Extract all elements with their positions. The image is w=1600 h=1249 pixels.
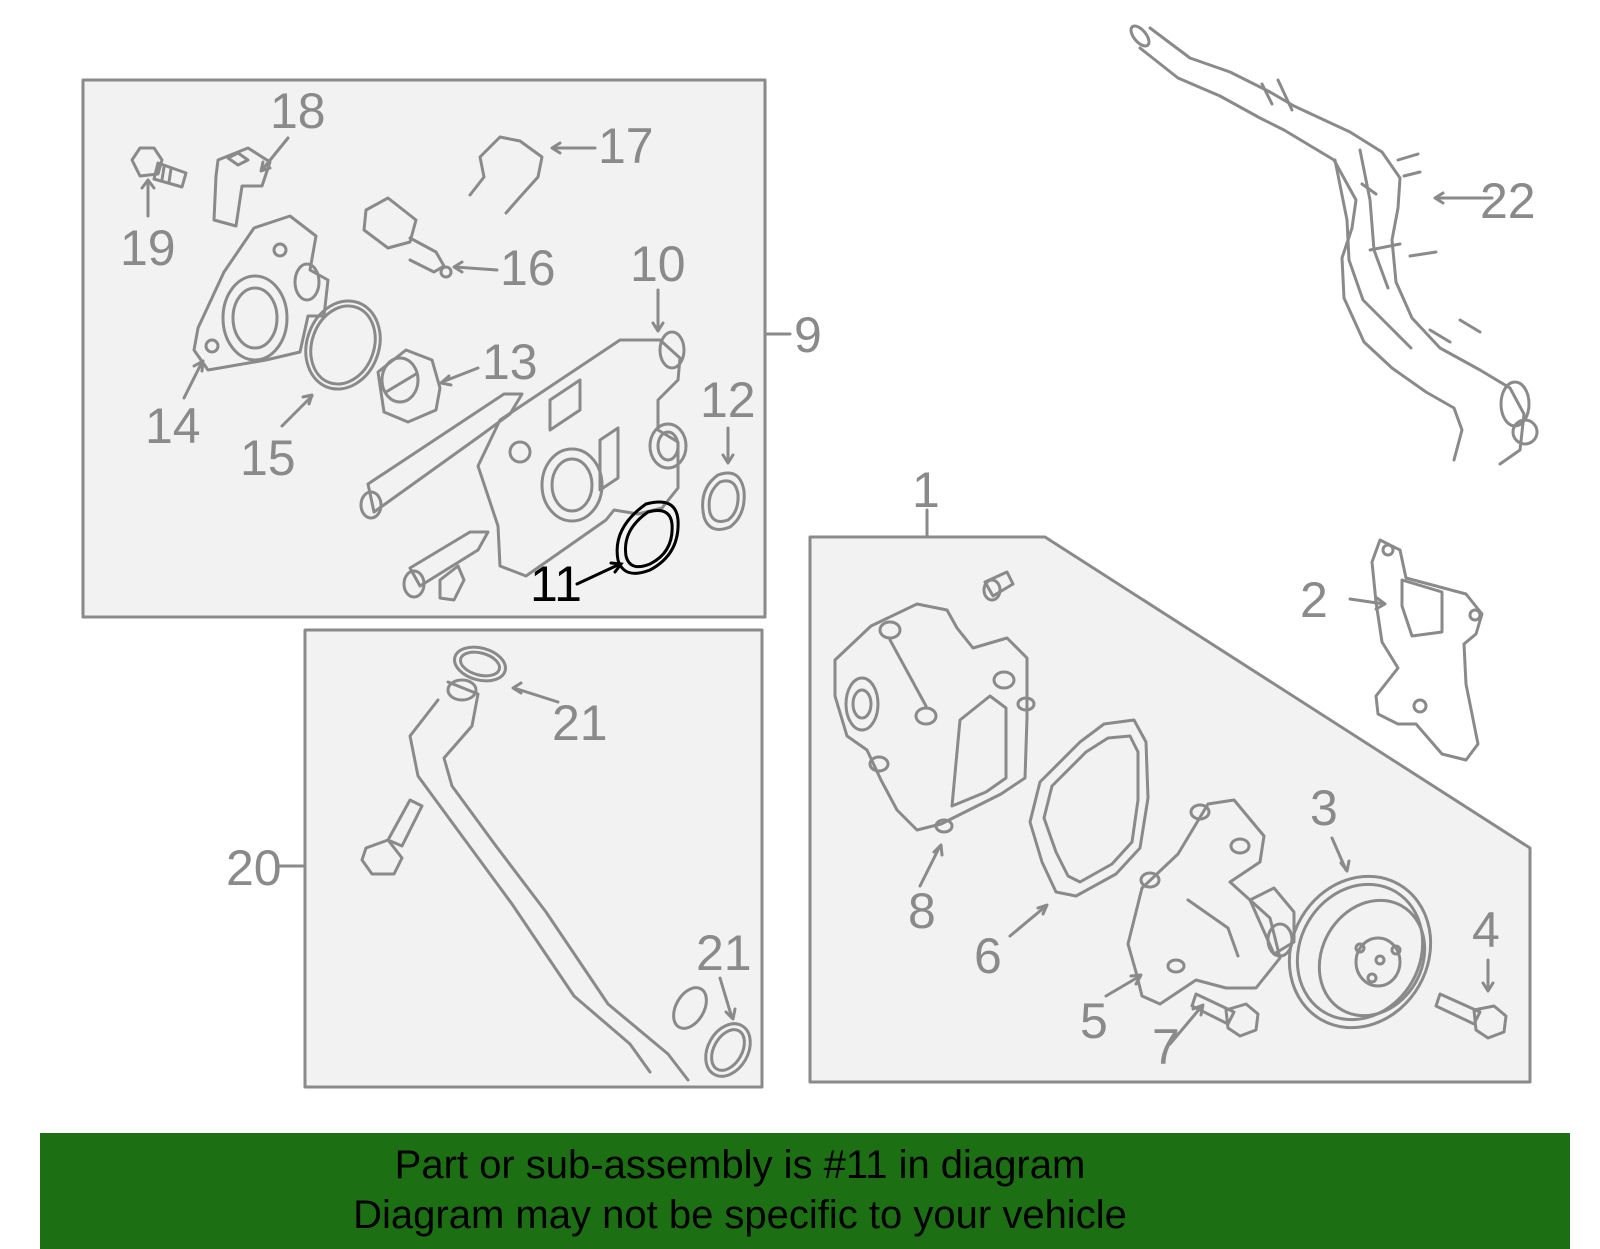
callout-9: 9 (794, 307, 822, 363)
sleeve (982, 570, 1015, 602)
pulley-3 (1287, 874, 1433, 1030)
callout-13: 13 (482, 334, 538, 390)
callout-12: 12 (700, 372, 756, 428)
bolt-19 (130, 146, 188, 189)
pipe-20 (408, 678, 708, 1082)
banner-line-1: Part or sub-assembly is #11 in diagram (394, 1143, 1086, 1187)
group-box-20 (303, 628, 764, 1089)
banner-line-2: Diagram may not be specific to your vehi… (353, 1193, 1127, 1237)
bolt-7 (1190, 992, 1260, 1038)
callout-11: 11 (530, 556, 582, 612)
gasket-12 (701, 471, 746, 531)
callout-5: 5 (1080, 993, 1108, 1049)
callout-10: 10 (630, 236, 686, 292)
callout-16: 16 (500, 240, 556, 296)
thermostat-13 (376, 348, 442, 424)
seal-21-top (453, 645, 507, 683)
bolt-4 (1434, 992, 1508, 1040)
callout-18: 18 (270, 83, 326, 139)
info-banner: Part or sub-assembly is #11 in diagram D… (40, 1133, 1570, 1249)
seal-21-bottom (704, 1022, 752, 1078)
callout-1: 1 (912, 462, 940, 518)
callout-6: 6 (974, 928, 1002, 984)
gasket-15 (304, 299, 382, 391)
bracket-18 (212, 146, 272, 228)
housing-8 (833, 602, 1036, 834)
gasket-2 (1370, 538, 1484, 762)
callout-20: 20 (226, 840, 282, 896)
clip-17 (468, 135, 544, 215)
housing-cover-14 (192, 214, 330, 372)
callout-7: 7 (1152, 1019, 1180, 1075)
group-box-1 (808, 535, 1532, 1084)
callout-14: 14 (145, 398, 201, 454)
callout-22: 22 (1480, 173, 1536, 229)
callout-2: 2 (1300, 572, 1328, 628)
group-box-9 (81, 78, 767, 619)
water-pump-5 (1126, 798, 1296, 1006)
pipe-assembly-22 (1129, 24, 1539, 466)
water-outlet-10 (359, 330, 688, 602)
callout-15: 15 (240, 430, 296, 486)
callout-21-top: 21 (552, 695, 608, 751)
callout-19: 19 (120, 220, 176, 276)
bolt-20 (360, 798, 424, 876)
callout-21-bottom: 21 (696, 925, 752, 981)
callout-4: 4 (1472, 902, 1500, 958)
callout-3: 3 (1310, 780, 1338, 836)
gasket-11-highlighted (575, 500, 680, 586)
sensor-16 (362, 196, 453, 279)
callout-8: 8 (908, 883, 936, 939)
gasket-6 (1028, 718, 1150, 898)
callout-17: 17 (598, 118, 654, 174)
